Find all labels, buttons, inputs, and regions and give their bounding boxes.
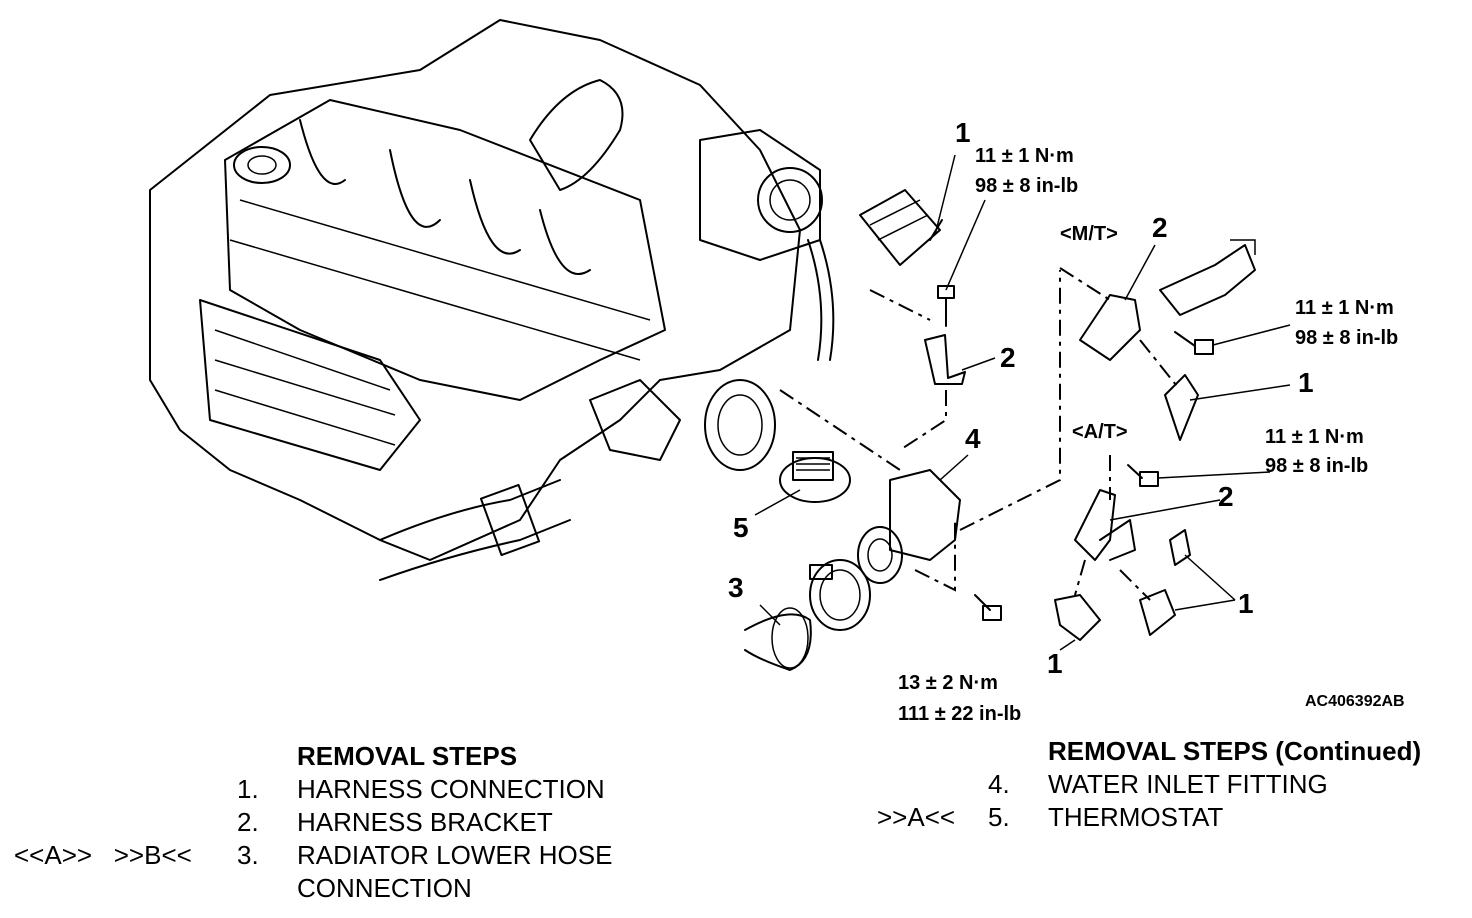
step-2-number: 2. — [237, 807, 259, 837]
torque-1-nm: 11 ± 1 N·m — [975, 145, 1074, 167]
harness-connector-mt — [1159, 239, 1256, 316]
torque-2-inlb: 98 ± 8 in-lb — [1295, 327, 1398, 349]
hose-clamp — [809, 559, 871, 631]
callout-2-mid: 2 — [1000, 342, 1016, 373]
callout-3: 3 — [728, 572, 744, 603]
callout-5: 5 — [733, 512, 749, 543]
radiator-lower-hose — [744, 604, 812, 671]
removal-steps-continued-list: REMOVAL STEPS (Continued) 4. WATER INLET… — [860, 735, 1460, 845]
label-at: <A/T> — [1072, 421, 1128, 443]
bolt-t3 — [1127, 464, 1271, 487]
torque-2-nm: 11 ± 1 N·m — [1295, 297, 1394, 319]
torque-3-inlb: 98 ± 8 in-lb — [1265, 455, 1368, 477]
harness-bracket-at — [1074, 489, 1221, 561]
step-5-number: 5. — [988, 802, 1010, 832]
harness-connector-top — [859, 154, 956, 266]
label-mt: <M/T> — [1060, 223, 1118, 245]
figure-code: AC406392AB — [1305, 693, 1405, 710]
bolt-t2 — [1174, 324, 1291, 355]
torque-3-nm: 11 ± 1 N·m — [1265, 426, 1364, 448]
callout-1-mt: 1 — [1298, 367, 1314, 398]
harness-connector-mt-lower — [1164, 374, 1291, 441]
harness-connector-at-left — [1054, 594, 1101, 651]
step-1-text: HARNESS CONNECTION — [297, 774, 605, 804]
step-3-number: 3. — [237, 840, 259, 870]
water-inlet-fitting — [857, 454, 969, 584]
harness-bracket-mid — [924, 334, 996, 385]
step-3-text-cont: CONNECTION — [297, 873, 472, 903]
step-2-text: HARNESS BRACKET — [297, 807, 553, 837]
removal-steps-list: REMOVAL STEPS 1. HARNESS CONNECTION 2. H… — [0, 740, 700, 910]
torque-4-nm: 13 ± 2 N·m — [898, 672, 998, 694]
thermostat-part — [754, 451, 851, 516]
callout-1-at-right: 1 — [1238, 588, 1254, 619]
callout-2-mt: 2 — [1152, 212, 1168, 243]
removal-steps-title: REMOVAL STEPS — [297, 741, 518, 771]
engine-assembly-illustration — [149, 19, 835, 581]
step-5-marks: >>A<< — [877, 802, 956, 832]
callout-1-at-bottom: 1 — [1047, 648, 1063, 679]
torque-1-inlb: 98 ± 8 in-lb — [975, 175, 1078, 197]
removal-steps-continued-title: REMOVAL STEPS (Continued) — [1048, 736, 1422, 766]
step-4-text: WATER INLET FITTING — [1048, 769, 1328, 799]
step-3-text: RADIATOR LOWER HOSE — [297, 840, 613, 870]
harness-bracket-mt — [1079, 244, 1156, 361]
harness-connector-at-right — [1139, 529, 1236, 636]
step-4-number: 4. — [988, 769, 1010, 799]
bolt-t4 — [974, 594, 1002, 621]
callout-4: 4 — [965, 423, 981, 454]
step-1-number: 1. — [237, 774, 259, 804]
callout-2-at: 2 — [1218, 481, 1234, 512]
step-5-text: THERMOSTAT — [1048, 802, 1224, 832]
callout-1-top: 1 — [955, 117, 971, 148]
bolt-t1 — [937, 199, 986, 327]
step-3-marks: <<A>> >>B<< — [14, 840, 192, 870]
torque-4-inlb: 111 ± 22 in-lb — [898, 703, 1021, 725]
